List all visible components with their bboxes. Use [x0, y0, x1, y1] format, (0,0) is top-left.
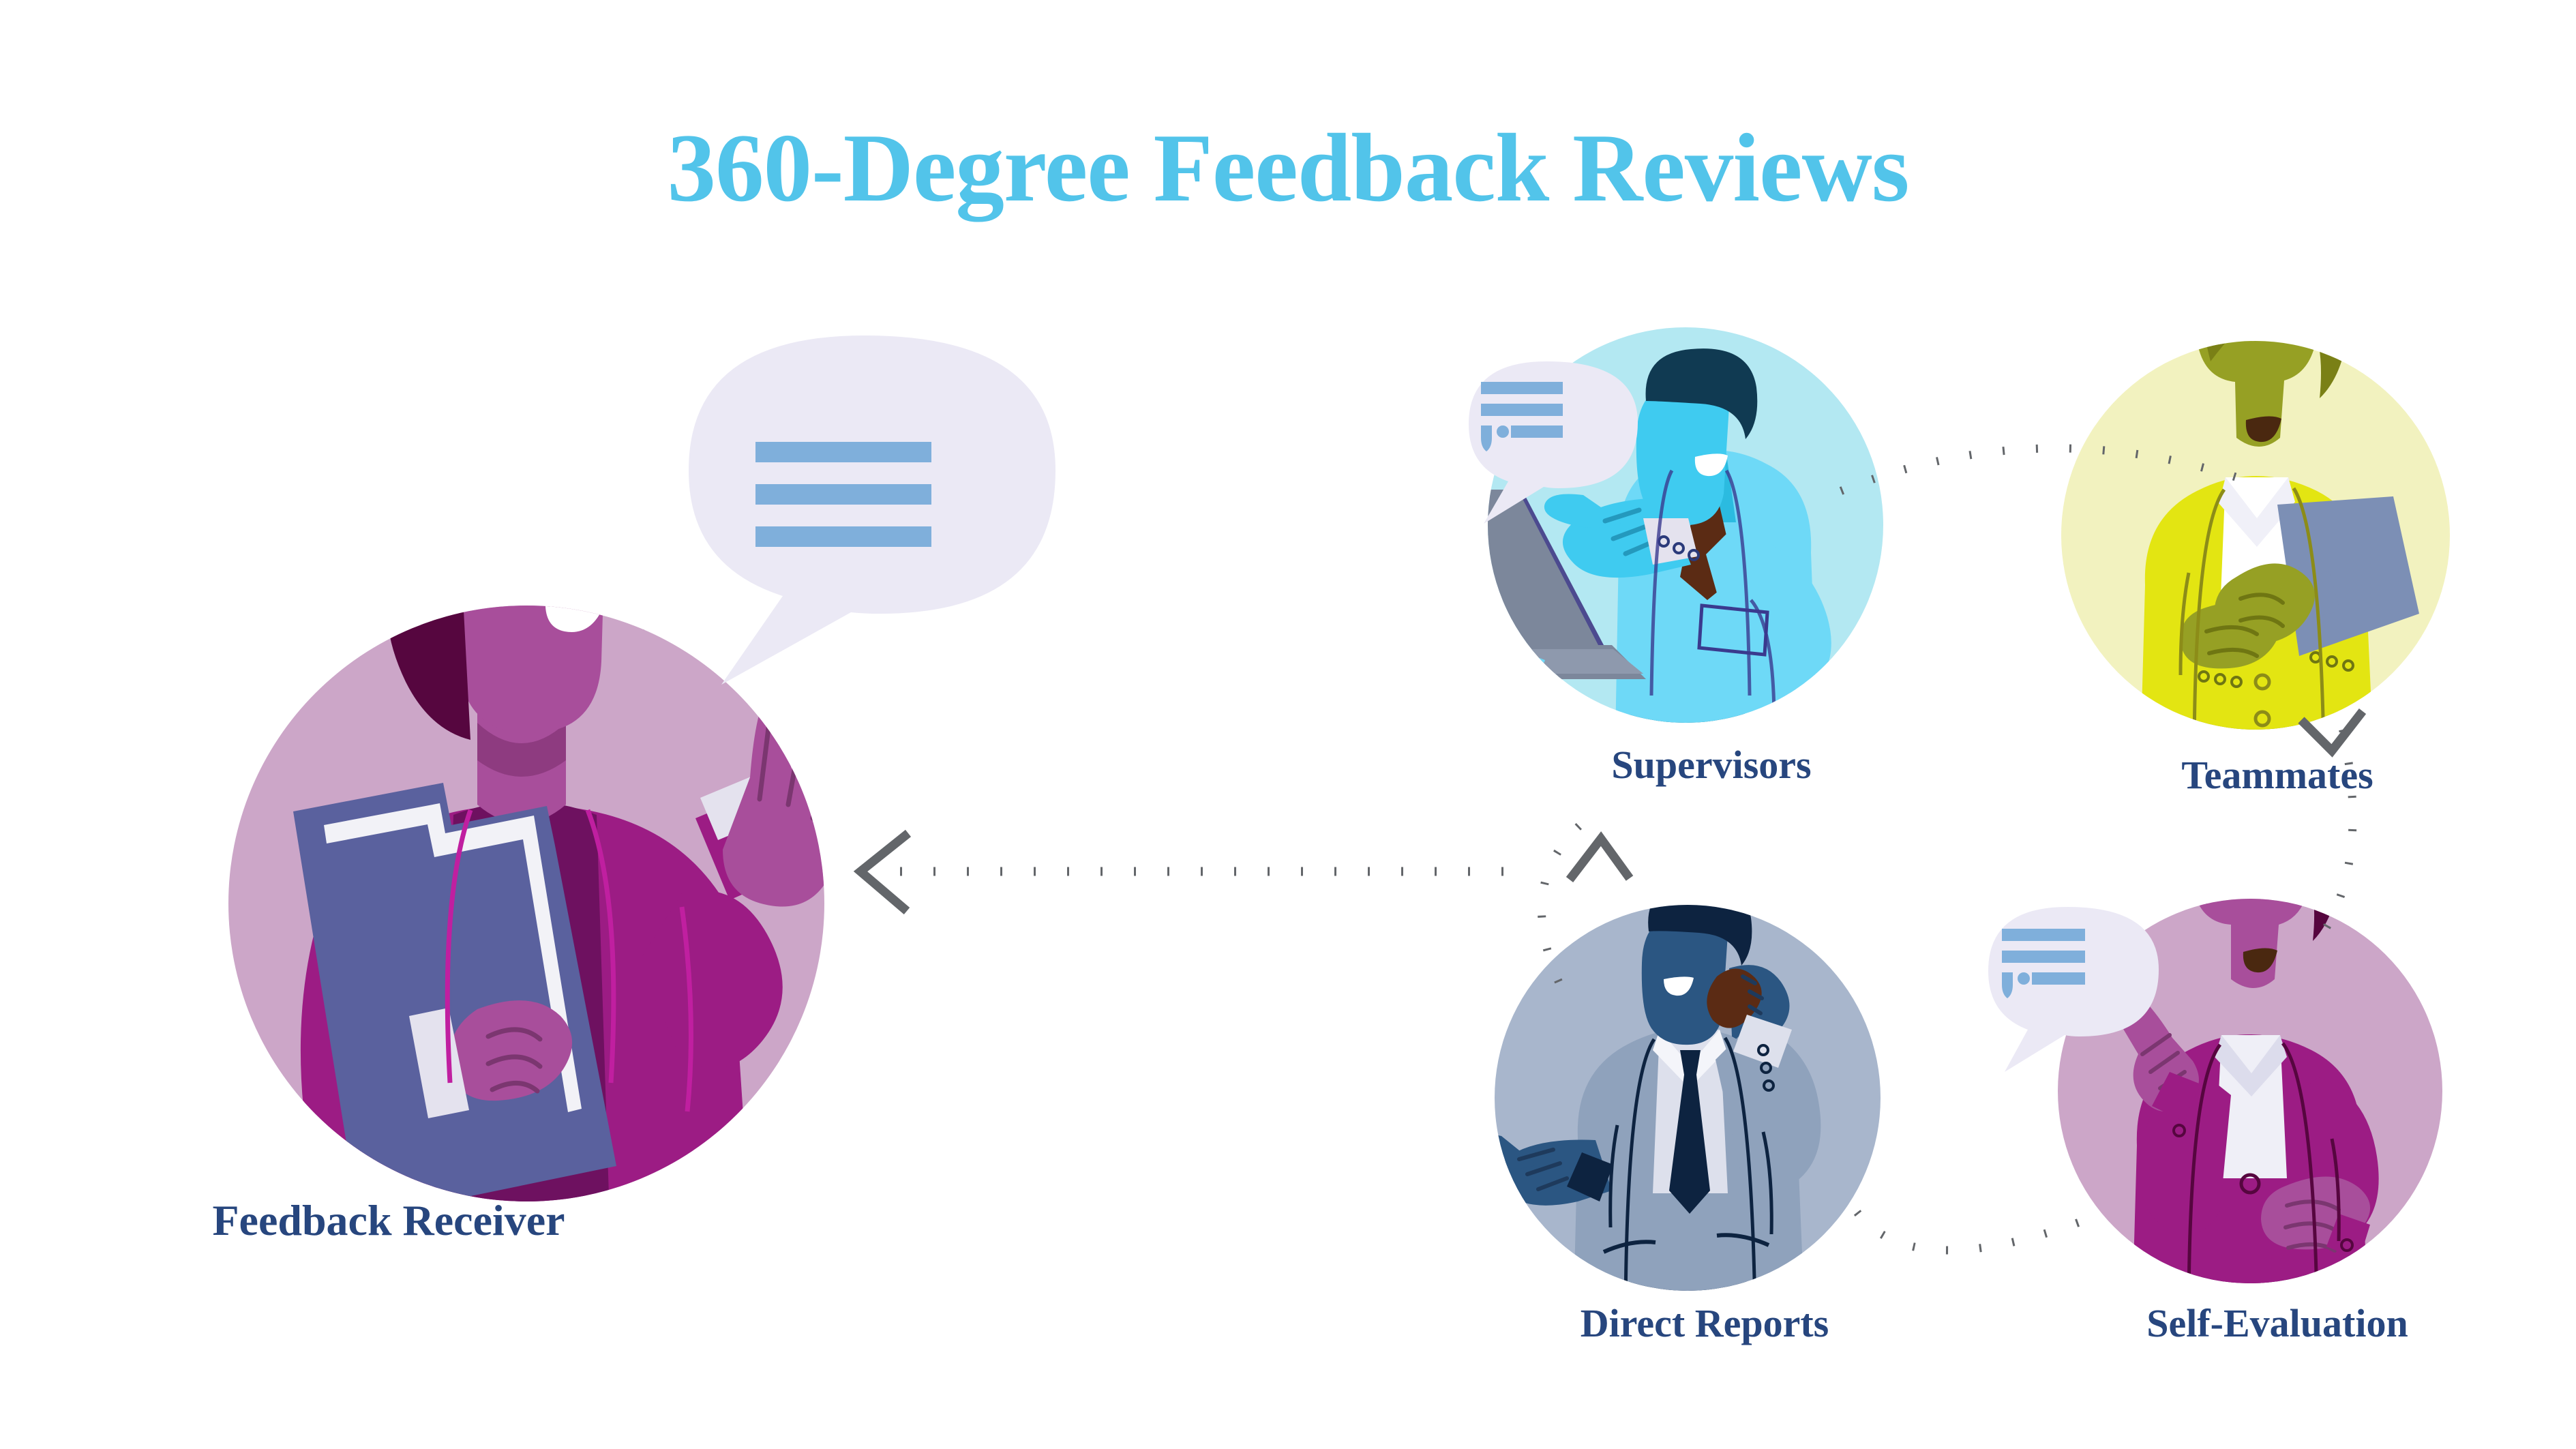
- label-feedback-receiver: Feedback Receiver: [212, 1196, 565, 1244]
- self-evaluation-speech-bubble: [1988, 907, 2159, 1072]
- bubble-line-1: [2002, 929, 2085, 941]
- bubble-line-2: [755, 484, 931, 505]
- bubble-line-1: [1481, 382, 1563, 394]
- bubble-line-3: [755, 526, 931, 547]
- node-direct-reports[interactable]: [1462, 882, 1881, 1343]
- supervisors-speech-bubble: [1469, 361, 1638, 524]
- teammates-illustration: [2141, 341, 2419, 730]
- receiver-speech-bubble: [689, 335, 1055, 685]
- direct-reports-illustration: [1495, 905, 1821, 1291]
- arrowhead-down-teammates: [2298, 708, 2367, 758]
- bubble-line-2: [1481, 404, 1563, 416]
- bubble-line-1: [755, 442, 931, 462]
- node-self-evaluation[interactable]: [2058, 758, 2442, 1354]
- connector-self-evaluation-to-direct-reports: [1851, 1206, 2080, 1255]
- arrowhead-left-feedback-receiver: [853, 829, 912, 914]
- bubble-line-3: [1511, 425, 1563, 438]
- connector-group: [853, 444, 2367, 1255]
- bubble-line-3: [2032, 972, 2085, 985]
- page-title: 360-Degree Feedback Reviews: [667, 114, 1910, 222]
- arrowhead-up-supervisors: [1566, 831, 1634, 882]
- node-teammates[interactable]: [2061, 211, 2450, 798]
- label-self-evaluation: Self-Evaluation: [2146, 1301, 2408, 1345]
- receiver-illustration: [286, 606, 824, 1201]
- supervisors-illustration: [1488, 348, 1831, 723]
- label-teammates: Teammates: [2181, 753, 2373, 797]
- node-feedback-receiver[interactable]: [228, 344, 880, 1319]
- label-supervisors: Supervisors: [1611, 743, 1812, 787]
- bubble-line-2: [2002, 951, 2085, 963]
- label-direct-reports: Direct Reports: [1580, 1301, 1829, 1345]
